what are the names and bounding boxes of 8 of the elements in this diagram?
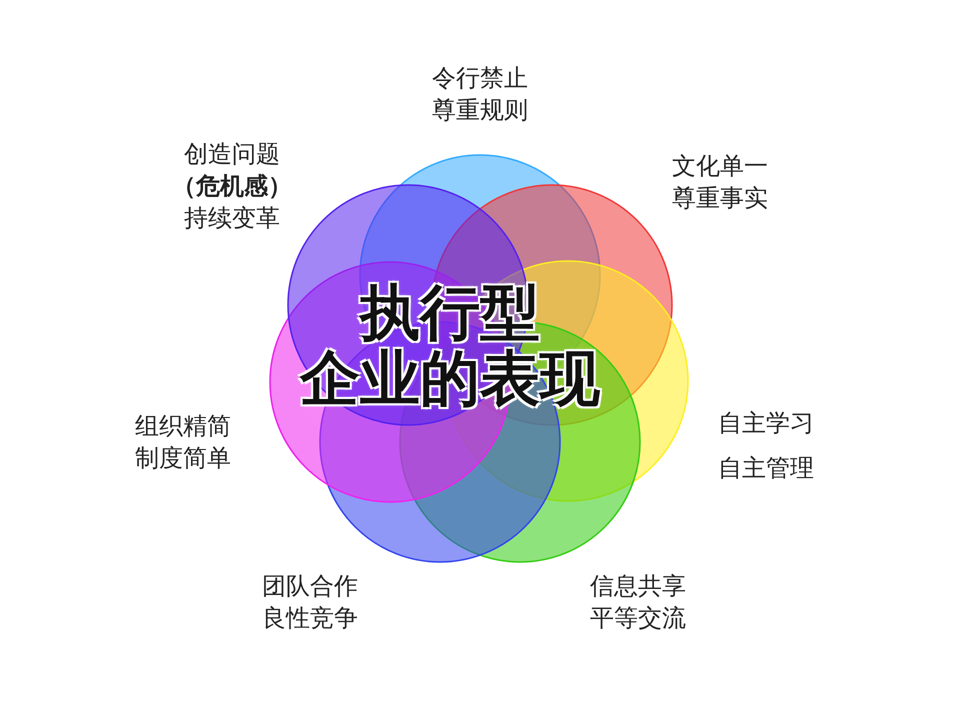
circle-caption: 组织精简制度简单	[135, 411, 232, 474]
circle-caption: 信息共享平等交流	[590, 571, 687, 634]
circle-caption: 团队合作良性竞争	[262, 571, 359, 634]
circle-caption: 自主管理	[718, 453, 815, 484]
circle-caption: 令行禁止尊重规则	[432, 63, 529, 126]
circle-caption: 创造问题（危机感）持续变革	[172, 139, 292, 234]
circle-caption: 文化单一尊重事实	[672, 151, 769, 214]
circle-caption: 自主学习	[718, 408, 815, 439]
